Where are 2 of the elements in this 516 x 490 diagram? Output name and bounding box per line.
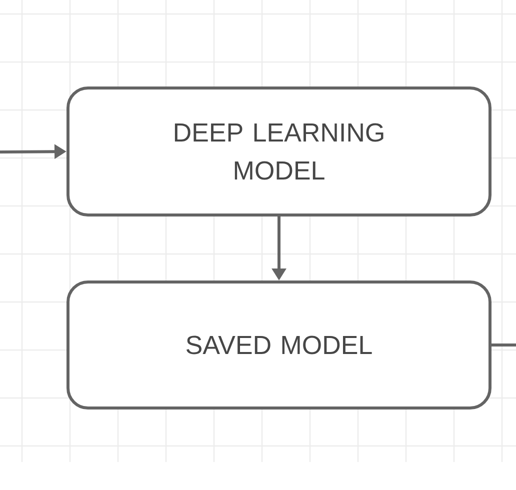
- process-box: SAVED MODEL: [66, 280, 492, 410]
- process-box: DEEP LEARNING MODEL: [66, 86, 492, 216]
